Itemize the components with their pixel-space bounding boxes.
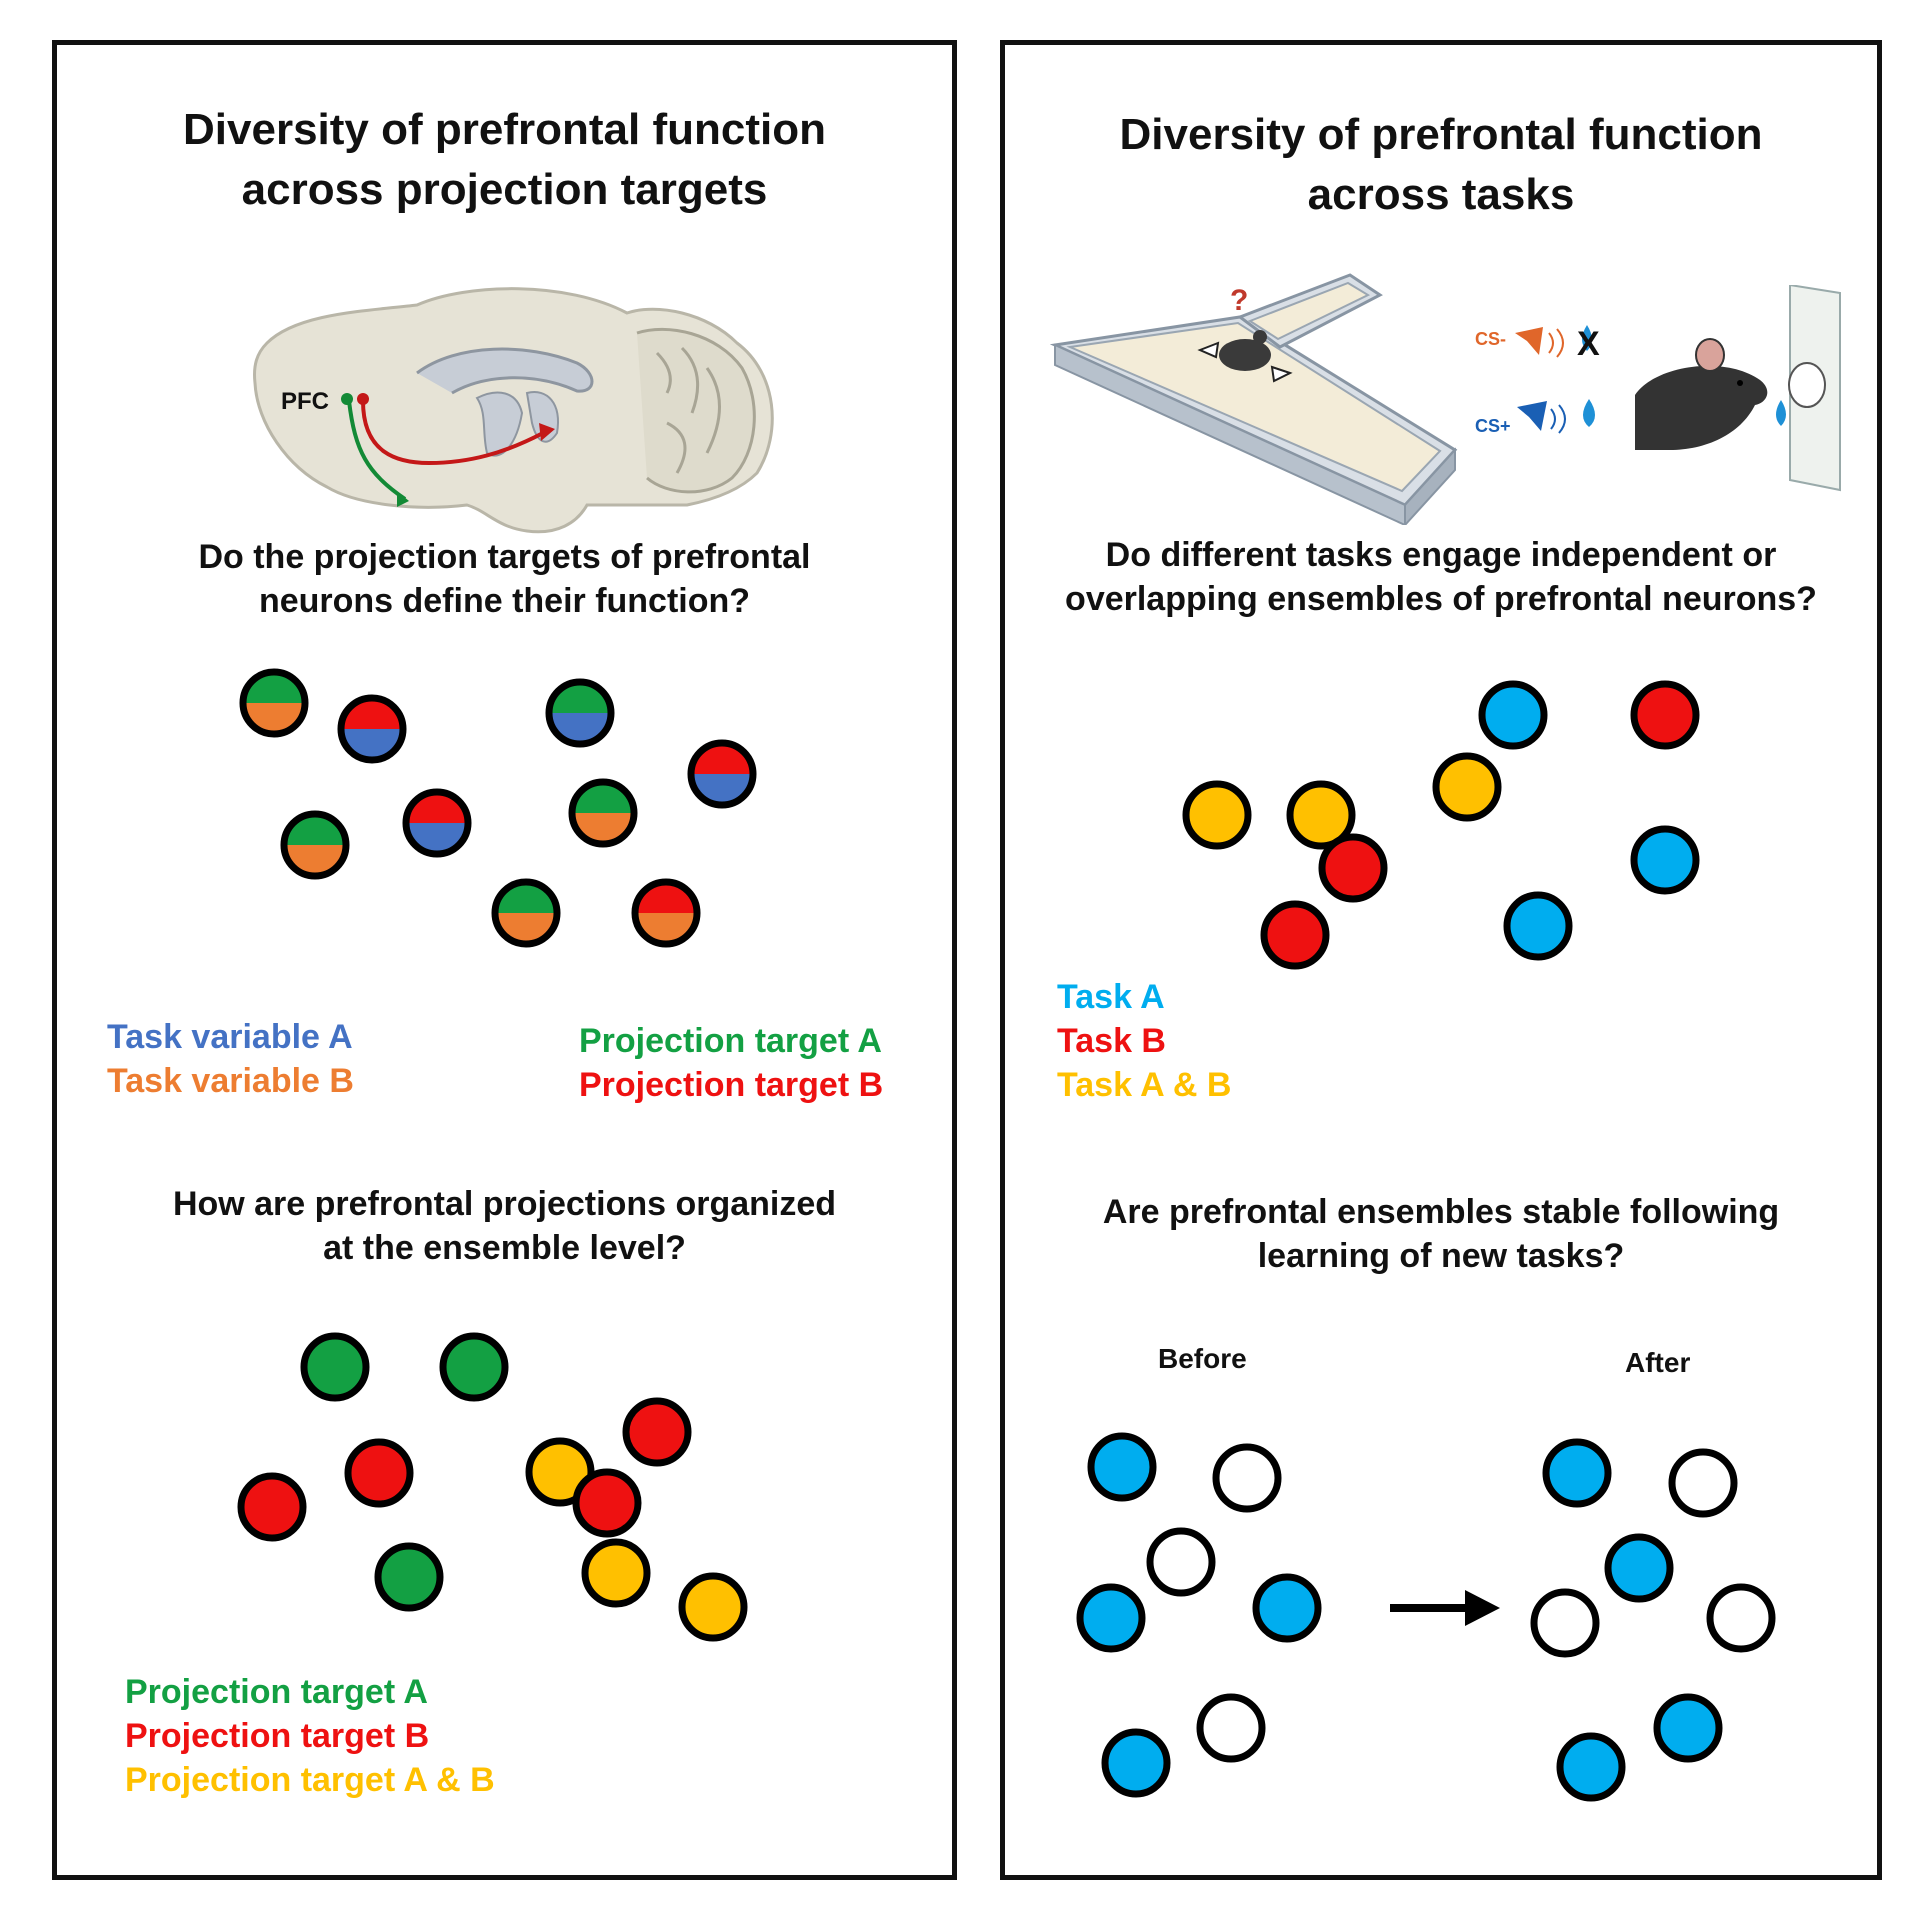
right-question1-line2: overlapping ensembles of prefrontal neur… xyxy=(1065,580,1817,618)
right-question2-line2: learning of new tasks? xyxy=(1257,1237,1625,1275)
after-neuron xyxy=(1653,1693,1723,1763)
before-neuron xyxy=(1087,1432,1157,1502)
after-neuron xyxy=(1530,1588,1600,1658)
ensemble-neuron xyxy=(622,1397,692,1467)
after-label: After xyxy=(1625,1347,1691,1378)
task-neuron xyxy=(1432,752,1502,822)
cs-minus-label: CS- xyxy=(1475,329,1506,349)
stability-cell-cluster xyxy=(1076,1432,1776,1802)
task-neuron xyxy=(1630,825,1700,895)
split-neuron xyxy=(491,878,561,948)
ensemble-neuron xyxy=(678,1572,748,1642)
cs-plus-speaker-icon xyxy=(1517,401,1547,431)
legend-task-b: Task B xyxy=(1057,1022,1166,1060)
split-neuron xyxy=(402,788,472,858)
task-neuron xyxy=(1318,833,1388,903)
ensemble-neuron xyxy=(439,1332,509,1402)
split-neuron xyxy=(239,668,309,738)
legend2-projection-target-ab: Projection target A & B xyxy=(125,1761,495,1799)
left-title-line2: across projection targets xyxy=(241,165,768,214)
split-neuron xyxy=(337,694,407,764)
before-label: Before xyxy=(1158,1343,1247,1374)
after-neuron xyxy=(1542,1438,1612,1508)
task-neuron xyxy=(1260,900,1330,970)
task-cell-cluster xyxy=(1182,680,1700,970)
split-cell-cluster xyxy=(239,668,757,948)
split-neuron xyxy=(568,778,638,848)
left-question2-line2: at the ensemble level? xyxy=(323,1229,686,1267)
after-neuron xyxy=(1706,1583,1776,1653)
svg-text:?: ? xyxy=(1230,284,1248,317)
legend2-projection-target-b: Projection target B xyxy=(125,1717,430,1755)
task-neuron xyxy=(1503,891,1573,961)
legend2-projection-target-a: Projection target A xyxy=(125,1673,428,1711)
cs-minus-drop-icon xyxy=(1582,325,1592,351)
left-question1-line1: Do the projection targets of prefrontal xyxy=(198,538,811,576)
cs-minus-speaker-icon xyxy=(1515,327,1543,355)
ensemble-neuron xyxy=(374,1542,444,1612)
before-neuron xyxy=(1076,1583,1146,1653)
task-neuron xyxy=(1182,780,1252,850)
after-neuron xyxy=(1604,1533,1674,1603)
legend-task-variable-a: Task variable A xyxy=(107,1018,353,1056)
arrow-right-icon xyxy=(1465,1590,1500,1626)
ensemble-neuron xyxy=(237,1472,307,1542)
legend-task-a: Task A xyxy=(1057,978,1165,1016)
conditioning-illustration: CS- X CS+ xyxy=(1475,285,1841,492)
task-neuron xyxy=(1478,680,1548,750)
task-neuron xyxy=(1286,780,1356,850)
ensemble-neuron xyxy=(581,1538,651,1608)
after-neuron xyxy=(1556,1732,1626,1802)
cs-plus-drop-icon xyxy=(1583,399,1595,427)
legend-task-variable-b: Task variable B xyxy=(107,1062,354,1100)
t-maze-illustration: ? xyxy=(1050,273,1458,525)
ensemble-neuron xyxy=(344,1438,414,1508)
after-neuron xyxy=(1668,1448,1738,1518)
left-question2-line1: How are prefrontal projections organized xyxy=(172,1185,837,1223)
left-title-line1: Diversity of prefrontal function xyxy=(183,105,826,154)
legend-projection-target-b: Projection target B xyxy=(579,1066,884,1104)
cs-plus-label: CS+ xyxy=(1475,416,1511,436)
ensemble-cell-cluster xyxy=(237,1332,748,1642)
right-title-line2: across tasks xyxy=(1307,170,1575,219)
task-neuron xyxy=(1630,680,1700,750)
split-neuron xyxy=(280,810,350,880)
before-neuron xyxy=(1212,1443,1282,1513)
split-neuron xyxy=(631,878,701,948)
ensemble-neuron xyxy=(572,1468,642,1538)
brain-illustration: PFC xyxy=(253,287,774,534)
before-neuron xyxy=(1146,1527,1216,1597)
right-question2-line1: Are prefrontal ensembles stable followin… xyxy=(1102,1193,1780,1231)
split-neuron xyxy=(545,678,615,748)
right-question1-line1: Do different tasks engage independent or xyxy=(1105,536,1777,574)
right-title-line1: Diversity of prefrontal function xyxy=(1119,110,1763,159)
panel-projection-targets: Diversity of prefrontal function across … xyxy=(52,40,957,1880)
ensemble-neuron xyxy=(525,1437,595,1507)
panel-tasks: Diversity of prefrontal function across … xyxy=(1000,40,1882,1880)
before-neuron xyxy=(1101,1728,1171,1798)
ensemble-neuron xyxy=(300,1332,370,1402)
legend-projection-target-a: Projection target A xyxy=(579,1022,882,1060)
split-neuron xyxy=(687,739,757,809)
before-neuron xyxy=(1196,1693,1266,1763)
pfc-label: PFC xyxy=(281,388,329,415)
svg-text:X: X xyxy=(1577,325,1600,363)
legend-task-ab: Task A & B xyxy=(1057,1066,1232,1104)
left-question1-line2: neurons define their function? xyxy=(258,582,751,620)
before-neuron xyxy=(1252,1573,1322,1643)
